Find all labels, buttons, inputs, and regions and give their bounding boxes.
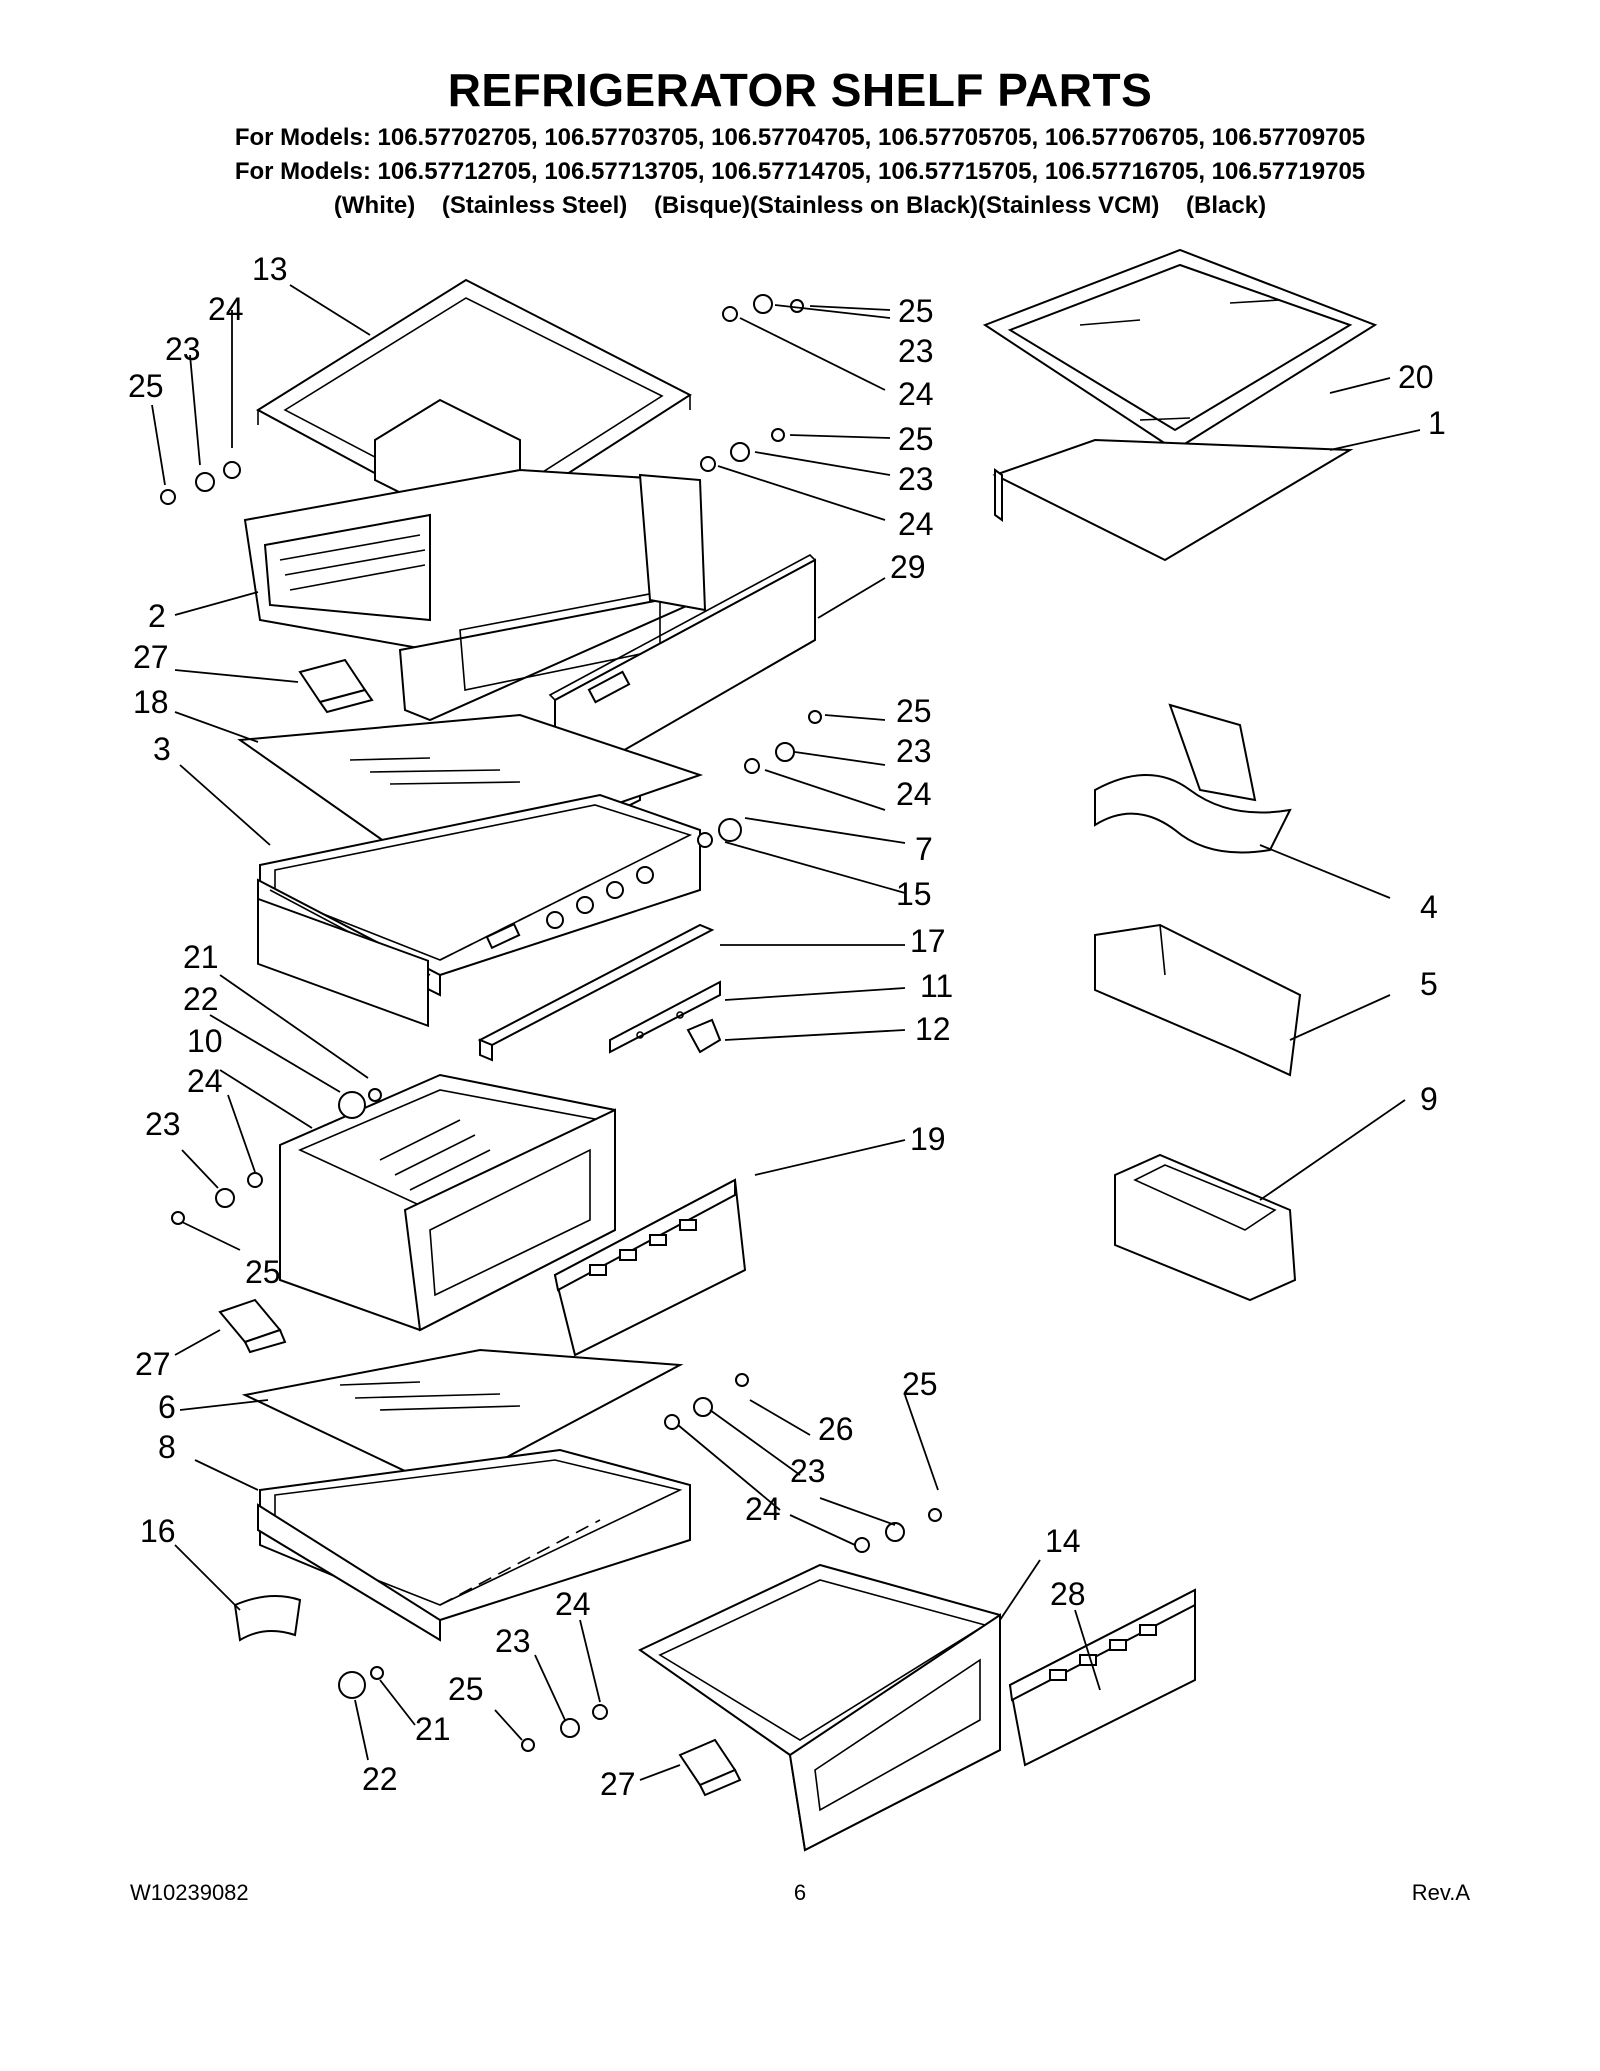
callout-24: 24: [745, 1491, 781, 1527]
page-header: REFRIGERATOR SHELF PARTS For Models: 106…: [0, 60, 1600, 222]
callout-25: 25: [896, 693, 932, 729]
part-10-middle-drawer: [279, 1073, 616, 1332]
callout-23: 23: [898, 461, 934, 497]
callout-4: 4: [1420, 889, 1438, 925]
callout-24: 24: [187, 1063, 223, 1099]
callout-5: 5: [1420, 966, 1438, 1002]
callout-18: 18: [133, 684, 169, 720]
callout-23: 23: [790, 1453, 826, 1489]
callout-12: 12: [915, 1011, 951, 1047]
part-19-drawer-front: [553, 1178, 747, 1357]
models-line-1: For Models: 106.57702705, 106.57703705, …: [234, 124, 1366, 151]
callout-24: 24: [555, 1586, 591, 1622]
callout-17: 17: [910, 923, 946, 959]
part-27-clip-upper: [298, 658, 374, 714]
callout-23: 23: [898, 333, 934, 369]
part-27-clip-middle: [218, 1298, 287, 1354]
callout-23: 23: [896, 733, 932, 769]
callout-15: 15: [896, 876, 932, 912]
callout-14: 14: [1045, 1523, 1081, 1559]
part-8-crisper-frame: [257, 1448, 691, 1642]
callout-24: 24: [896, 776, 932, 812]
callout-24: 24: [208, 291, 244, 327]
callout-23: 23: [165, 331, 201, 367]
part-16-cover: [233, 1595, 302, 1642]
part-3-crisper-frame: [257, 793, 701, 1028]
document-number: W10239082: [130, 1880, 249, 1905]
callout-28: 28: [1050, 1576, 1086, 1612]
part-18-glass-insert: [237, 713, 704, 872]
callout-27: 27: [600, 1766, 636, 1802]
callout-25: 25: [902, 1366, 938, 1402]
callout-23: 23: [145, 1106, 181, 1142]
callout-25: 25: [898, 421, 934, 457]
callout-13: 13: [252, 251, 288, 287]
callout-29: 29: [890, 549, 926, 585]
page-title: REFRIGERATOR SHELF PARTS: [447, 64, 1153, 116]
callout-24: 24: [898, 376, 934, 412]
part-28-drawer-front: [1008, 1588, 1196, 1767]
callout-25: 25: [448, 1671, 484, 1707]
callout-27: 27: [133, 639, 169, 675]
callout-21: 21: [415, 1711, 451, 1747]
callout-leader-lines: [151, 284, 1421, 1781]
part-1-shelf-bracket: [992, 438, 1354, 562]
callout-6: 6: [158, 1389, 176, 1425]
part-14-lower-drawer: [638, 1563, 1001, 1852]
callout-27: 27: [135, 1346, 171, 1382]
callout-2: 2: [148, 598, 166, 634]
part-12-clip: [686, 1018, 722, 1054]
callout-11: 11: [920, 968, 953, 1004]
part-20-glass-shelf: [982, 248, 1378, 452]
callout-8: 8: [158, 1429, 176, 1465]
callout-21: 21: [183, 939, 219, 975]
callout-25: 25: [898, 293, 934, 329]
part-27-clip-lower: [678, 1738, 742, 1797]
callout-25: 25: [245, 1254, 281, 1290]
callout-22: 22: [183, 981, 219, 1017]
callout-22: 22: [362, 1761, 398, 1797]
finish-options: (White) (Stainless Steel) (Bisque)(Stain…: [333, 192, 1267, 219]
callout-25: 25: [128, 368, 164, 404]
part-6-glass-insert: [241, 1348, 684, 1492]
hardware-fasteners: [160, 294, 942, 1752]
callout-26: 26: [818, 1411, 854, 1447]
callout-10: 10: [187, 1023, 223, 1059]
page-number: 6: [793, 1880, 807, 1905]
part-5-tray: [1094, 923, 1302, 1077]
callout-24: 24: [898, 506, 934, 542]
part-11-slide: [609, 980, 721, 1054]
callout-20: 20: [1398, 359, 1434, 395]
revision-label: Rev.A: [1411, 1880, 1470, 1905]
callout-7: 7: [915, 831, 933, 867]
callout-16: 16: [140, 1513, 176, 1549]
callout-23: 23: [495, 1623, 531, 1659]
callout-9: 9: [1420, 1081, 1438, 1117]
part-9-bin: [1114, 1153, 1297, 1302]
callout-numbers: 13 24 23 25 25 23 24 25 23 24 20 1 29 2 …: [128, 251, 1446, 1802]
part-4-door-bin: [1094, 703, 1292, 854]
part-17-rail: [477, 923, 715, 1062]
callout-19: 19: [910, 1121, 946, 1157]
callout-1: 1: [1428, 405, 1446, 441]
part-2-upper-drawer: [243, 468, 707, 722]
callout-3: 3: [153, 731, 171, 767]
models-line-2: For Models: 106.57712705, 106.57713705, …: [234, 158, 1366, 185]
